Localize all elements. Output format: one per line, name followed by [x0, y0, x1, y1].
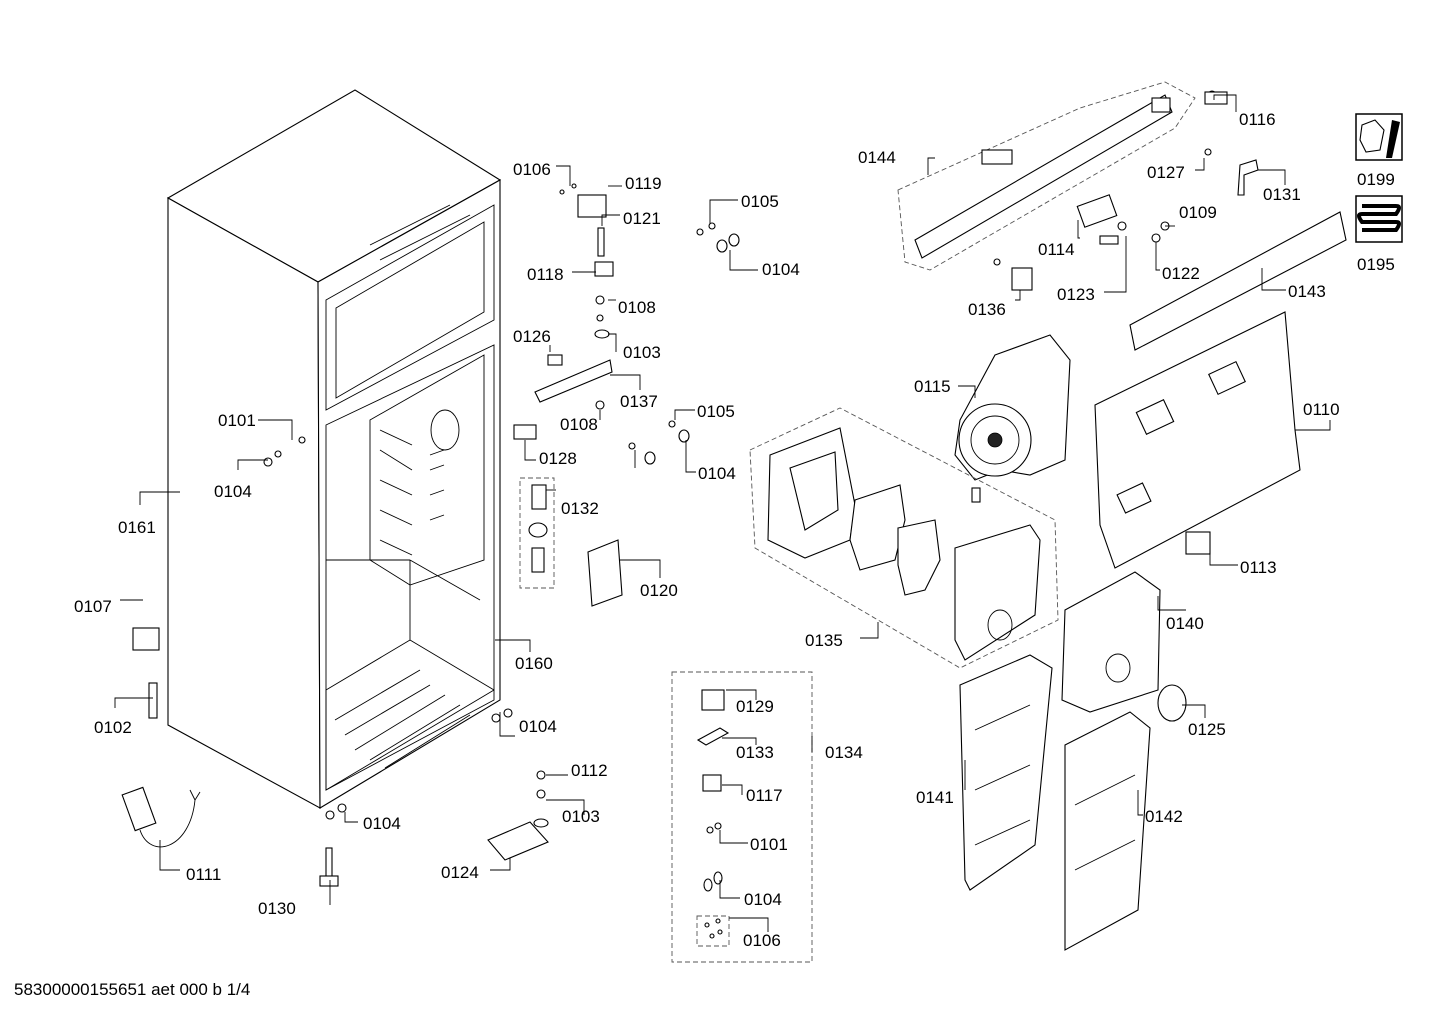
label-0143: 0143 — [1288, 282, 1326, 301]
part-0107-drawing — [132, 627, 160, 651]
label-0108-a: 0108 — [618, 298, 656, 317]
label-0120: 0120 — [640, 581, 678, 600]
label-0113: 0113 — [1240, 558, 1277, 577]
label-0199: 0199 — [1357, 170, 1395, 189]
wrench-nut-icon — [1355, 113, 1403, 161]
label-0144: 0144 — [858, 148, 896, 167]
part-0125-drawing — [1157, 684, 1187, 722]
label-0111: 0111 — [186, 865, 221, 884]
part-0113-drawing — [1185, 531, 1211, 555]
hinge-parts-drawing — [487, 183, 740, 861]
label-0104-b: 0104 — [519, 717, 557, 736]
label-0109: 0109 — [1179, 203, 1217, 222]
label-0104-c: 0104 — [363, 814, 401, 833]
label-0105-b: 0105 — [697, 402, 735, 421]
group-0106-outline — [696, 915, 730, 947]
power-cord-drawing — [121, 786, 201, 848]
label-0136: 0136 — [968, 300, 1006, 319]
label-0104-a: 0104 — [214, 482, 252, 501]
kit-0134-outline — [671, 671, 813, 963]
label-0101: 0101 — [218, 411, 256, 430]
label-0104-e: 0104 — [698, 464, 736, 483]
cover-0140-drawing — [1061, 571, 1161, 713]
label-0103-a: 0103 — [623, 343, 661, 362]
group-0135-outline — [749, 407, 1059, 669]
label-0160: 0160 — [515, 654, 553, 673]
label-0131: 0131 — [1263, 185, 1301, 204]
label-0130: 0130 — [258, 899, 296, 918]
label-0135: 0135 — [805, 631, 843, 650]
label-0133: 0133 — [736, 743, 774, 762]
label-0141: 0141 — [916, 788, 954, 807]
label-0134: 0134 — [825, 743, 863, 762]
label-0132: 0132 — [561, 499, 599, 518]
label-0195: 0195 — [1357, 255, 1395, 274]
label-0117: 0117 — [746, 786, 783, 805]
label-0106-b: 0106 — [743, 931, 781, 950]
label-0106-a: 0106 — [513, 160, 551, 179]
label-0104-d: 0104 — [762, 260, 800, 279]
label-0101-b: 0101 — [750, 835, 788, 854]
label-0128: 0128 — [539, 449, 577, 468]
label-0125: 0125 — [1188, 720, 1226, 739]
label-0110: 0110 — [1303, 400, 1340, 419]
cabinet-drawing — [166, 89, 502, 809]
evaporator-cover-0142-drawing — [1064, 711, 1151, 951]
label-0127: 0127 — [1147, 163, 1185, 182]
label-0112: 0112 — [571, 761, 608, 780]
label-0105-a: 0105 — [741, 192, 779, 211]
part-0143-drawing — [1129, 211, 1347, 351]
document-code: 58300000155651 aet 000 b 1/4 — [14, 980, 251, 999]
label-0114: 0114 — [1038, 240, 1075, 259]
back-panel-drawing — [1094, 311, 1301, 569]
control-panel-drawing — [914, 90, 1259, 291]
label-0142: 0142 — [1145, 807, 1183, 826]
group-0144-outline — [897, 81, 1196, 271]
label-0102: 0102 — [94, 718, 132, 737]
part-labels: 0161 0107 0102 0111 0130 0101 0104 0160 … — [74, 110, 1395, 950]
leader-lines — [114, 94, 1331, 932]
label-0104-f: 0104 — [744, 890, 782, 909]
label-0121: 0121 — [623, 209, 661, 228]
fan-drawing — [954, 334, 1071, 503]
label-0129: 0129 — [736, 697, 774, 716]
label-0126: 0126 — [513, 327, 551, 346]
label-0122: 0122 — [1162, 264, 1200, 283]
kit-0134-parts-drawing — [696, 689, 730, 939]
label-0119: 0119 — [625, 174, 662, 193]
heating-coil-icon — [1355, 195, 1403, 243]
label-0115: 0115 — [914, 377, 951, 396]
label-0140: 0140 — [1166, 614, 1204, 633]
part-0102-drawing — [148, 682, 158, 719]
label-0124: 0124 — [441, 863, 479, 882]
label-0103-b: 0103 — [562, 807, 600, 826]
label-0107: 0107 — [74, 597, 112, 616]
evaporator-cover-0141-drawing — [959, 654, 1053, 891]
duct-parts-drawing — [767, 427, 1041, 661]
label-0118: 0118 — [527, 265, 564, 284]
group-0132-outline — [519, 477, 555, 589]
label-0137: 0137 — [620, 392, 658, 411]
label-0116: 0116 — [1239, 110, 1276, 129]
label-0108-b: 0108 — [560, 415, 598, 434]
label-0123: 0123 — [1057, 285, 1095, 304]
leveling-foot-drawing — [319, 847, 339, 887]
label-0161: 0161 — [118, 518, 156, 537]
